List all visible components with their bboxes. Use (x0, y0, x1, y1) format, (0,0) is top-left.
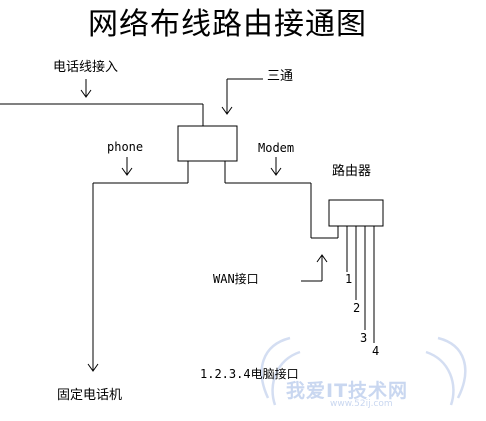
arrowhead-tee (221, 106, 233, 115)
label-wan-port: WAN接口 (213, 272, 259, 286)
diagram-title: 网络布线路由接通图 (88, 7, 367, 42)
watermark-swirl-icon (260, 336, 467, 406)
label-modem: Modem (258, 141, 295, 155)
label-pc-ports: 1.2.3.4电脑接口 (200, 367, 299, 381)
label-fixed-phone: 固定电话机 (57, 388, 123, 403)
watermark-text: 我爱IT技术网 (286, 380, 409, 402)
label-router: 路由器 (332, 164, 372, 179)
label-port-4: 4 (372, 344, 380, 358)
watermark-url: www.52ij.com (330, 399, 393, 409)
arrowhead-modem (270, 167, 282, 176)
label-tee: 三通 (267, 69, 294, 84)
label-port-3: 3 (360, 331, 368, 345)
label-port-2: 2 (353, 301, 361, 315)
arrowhead-phone (121, 167, 133, 176)
label-phone-line-in: 电话线接入 (53, 60, 119, 75)
router-box (328, 199, 384, 227)
arrowhead-wan (316, 254, 328, 263)
arrowhead-fixed-phone (87, 363, 99, 372)
tee-splitter-box (177, 125, 238, 162)
arrowhead-phone-line-in (80, 89, 92, 98)
label-port-1: 1 (345, 272, 353, 286)
label-phone: phone (107, 140, 144, 154)
